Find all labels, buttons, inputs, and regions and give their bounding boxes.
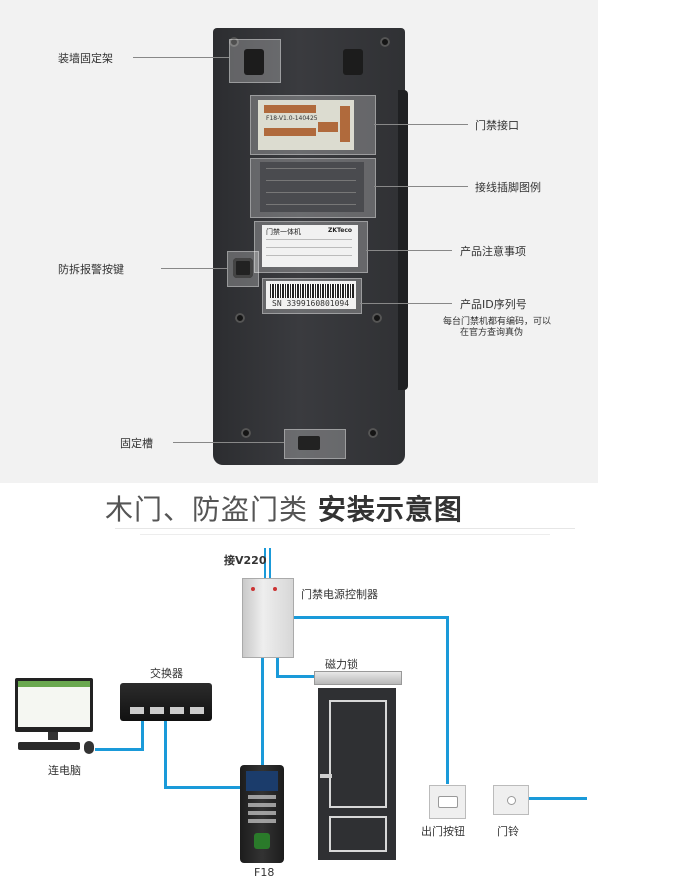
diagram-title: 木门、防盗门类 安装示意图 (105, 488, 463, 528)
product-notice-card: 门禁一体机 ZKTeco (262, 225, 358, 267)
wiring-legend-label: 接线插脚图例 (475, 179, 541, 195)
terminal-label: F18 (254, 866, 274, 879)
controller-to-terminal-cable (261, 655, 264, 767)
screw-icon (380, 37, 390, 47)
callout-line (366, 250, 452, 251)
bracket-hole-right (343, 49, 363, 75)
screw-icon (235, 313, 245, 323)
fingerprint-sensor-icon (254, 833, 270, 849)
switch-to-terminal-cable (164, 720, 167, 788)
switch-to-pc-cable (141, 720, 144, 750)
switch-to-pc-cable (95, 748, 144, 751)
barcode-icon (270, 284, 354, 298)
door-handle-icon (320, 774, 332, 778)
exit-button-label: 出门按钮 (421, 823, 465, 839)
product-id-label: 产品ID序列号 (460, 296, 527, 312)
switch-to-terminal-cable (164, 786, 240, 789)
tamper-button-icon (233, 258, 253, 278)
door (318, 688, 396, 860)
fixing-slot-icon (298, 436, 320, 450)
network-switch (120, 683, 212, 721)
power-controller-box (242, 578, 294, 658)
doorbell-cable (527, 797, 587, 800)
screw-icon (368, 428, 378, 438)
device-side-edge (398, 90, 408, 390)
screw-icon (372, 313, 382, 323)
monitor (15, 678, 93, 732)
notice-card-title: 门禁一体机 (266, 227, 301, 237)
switch-label: 交换器 (150, 665, 183, 681)
pcb-label: F18-V1.0-140425 (266, 115, 318, 122)
doorbell (493, 785, 529, 815)
magnetic-lock (314, 671, 402, 685)
fixing-slot-label: 固定槽 (120, 435, 153, 451)
callout-line (173, 442, 284, 443)
bell-icon (507, 796, 516, 805)
tamper-button-label: 防拆报警按键 (58, 261, 124, 277)
callout-line (161, 268, 227, 269)
product-id-note-2: 在官方查询真伪 (460, 325, 523, 338)
brand-logo: ZKTeco (328, 227, 352, 234)
controller-to-exit-cable (284, 616, 447, 619)
keypad-icon (248, 795, 276, 827)
wiring-legend-plate (260, 162, 364, 212)
power-controller-label: 门禁电源控制器 (301, 586, 378, 602)
terminal-screen (246, 771, 278, 791)
exit-button (429, 785, 466, 819)
f18-terminal (240, 765, 284, 863)
bracket-hole-left (244, 49, 264, 75)
magnetic-lock-label: 磁力锁 (325, 656, 358, 672)
controller-to-exit-cable (446, 616, 449, 784)
wall-bracket-label: 装墙固定架 (58, 50, 113, 66)
controller-to-lock-cable (276, 675, 318, 678)
divider (115, 528, 575, 529)
mouse-icon (84, 741, 94, 754)
callout-line (374, 186, 468, 187)
callout-line (360, 303, 452, 304)
computer-label: 连电脑 (48, 762, 81, 778)
controller-to-lock-cable (276, 655, 279, 677)
pcb-board: F18-V1.0-140425 (258, 100, 354, 150)
access-interface-label: 门禁接口 (475, 117, 519, 133)
doorbell-label: 门铃 (497, 823, 519, 839)
product-notice-label: 产品注意事项 (460, 243, 526, 259)
divider (140, 534, 550, 535)
keyboard (18, 742, 80, 750)
monitor-stand (48, 732, 58, 740)
power-input-label: 接V220 (224, 552, 266, 568)
callout-line (374, 124, 468, 125)
serial-number: SN 3399160801094 (272, 299, 349, 308)
screw-icon (241, 428, 251, 438)
callout-line (133, 57, 229, 58)
power-cable (269, 548, 271, 578)
